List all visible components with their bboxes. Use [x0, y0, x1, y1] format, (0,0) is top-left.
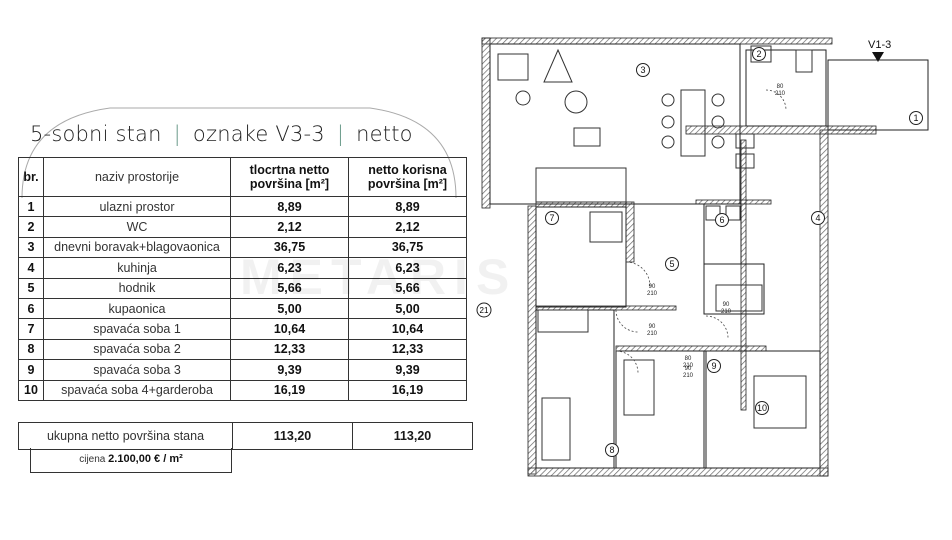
room-number-marker [707, 359, 721, 373]
header-floor-area: tlocrtna netto površina [m²] [230, 157, 349, 197]
room-name: hodnik [43, 277, 231, 299]
total-label: ukupna netto površina stana [18, 422, 233, 450]
room-name: spavaća soba 4+garderoba [43, 379, 231, 401]
room-number-marker [752, 47, 766, 61]
table-header-row: br. naziv prostorije tlocrtna netto povr… [18, 157, 467, 197]
floor-area: 8,89 [230, 195, 349, 218]
floor-area: 16,19 [230, 379, 349, 401]
header-number: br. [18, 157, 44, 197]
price-value: 2.100,00 € / m² [108, 453, 183, 465]
header-usable-area-line1: netto korisna [368, 163, 447, 177]
header-floor-area-line1: tlocrtna netto [249, 163, 330, 177]
room-name: kupaonica [43, 297, 231, 320]
room-number-label: 4 [815, 213, 820, 223]
apartment-title: 5-sobni stan [30, 122, 162, 146]
heading-separator: | [336, 122, 345, 146]
room-number-label: 8 [609, 445, 614, 455]
room-number-marker [636, 63, 650, 77]
usable-area: 10,64 [348, 318, 467, 340]
usable-area: 16,19 [348, 379, 467, 401]
plan-side-label: 21 [480, 306, 489, 315]
room-name: WC [43, 216, 231, 238]
total-table: ukupna netto površina stana 113,20 113,2… [18, 422, 473, 450]
heading-separator: | [173, 122, 181, 146]
header-room-name: naziv prostorije [43, 157, 231, 197]
usable-area: 8,89 [348, 195, 467, 218]
floor-area: 2,12 [230, 216, 349, 238]
room-number: 2 [18, 216, 44, 238]
total-usable-area: 113,20 [352, 422, 473, 450]
room-number-label: 1 [913, 113, 918, 123]
room-number-marker [605, 443, 619, 457]
area-type: netto [356, 122, 413, 146]
floor-area: 9,39 [230, 359, 349, 381]
total-floor-area: 113,20 [232, 422, 353, 450]
room-name: kuhinja [43, 257, 231, 279]
room-number-marker [909, 111, 923, 125]
room-name: dnevni boravak+blagovaonica [43, 236, 231, 259]
usable-area: 5,66 [348, 277, 467, 299]
room-number-label: 6 [719, 215, 724, 225]
room-number: 1 [18, 195, 44, 218]
room-number-label: 7 [549, 213, 554, 223]
room-number-label: 2 [756, 49, 761, 59]
page-heading: 5-sobni stan | oznake V3-3 | netto [30, 122, 470, 154]
room-number-marker [545, 211, 559, 225]
room-number: 10 [18, 379, 44, 401]
room-number: 9 [18, 359, 44, 381]
total-row: ukupna netto površina stana 113,20 113,2… [18, 422, 473, 450]
room-number: 4 [18, 257, 44, 279]
room-number-marker [755, 401, 769, 415]
room-number-label: 10 [757, 403, 767, 413]
room-name: spavaća soba 2 [43, 338, 231, 361]
room-number-marker [811, 211, 825, 225]
room-name: spavaća soba 3 [43, 359, 231, 381]
apartment-code: oznake V3-3 [192, 122, 325, 146]
room-name: spavaća soba 1 [43, 318, 231, 340]
header-usable-area-line2: površina [m²] [367, 177, 448, 191]
room-number: 5 [18, 277, 44, 299]
usable-area: 12,33 [348, 338, 467, 361]
decorative-arc [21, 107, 457, 199]
rooms-table: br. naziv prostorije tlocrtna netto povr… [18, 157, 467, 401]
header-usable-area: netto korisna površina [m²] [348, 157, 467, 197]
floor-area: 10,64 [230, 318, 349, 340]
floor-area: 12,33 [230, 338, 349, 361]
usable-area: 6,23 [348, 257, 467, 279]
room-name: ulazni prostor [43, 195, 231, 218]
room-number-label: 9 [711, 361, 716, 371]
room-number: 6 [18, 297, 44, 320]
usable-area: 2,12 [348, 216, 467, 238]
room-number-label: 5 [669, 259, 674, 269]
unit-label: V1-3 [868, 39, 891, 51]
room-number-marker [715, 213, 729, 227]
price-label: cijena [79, 454, 106, 465]
watermark: METARIS [240, 249, 518, 305]
room-number-label: 3 [640, 65, 645, 75]
header-floor-area-line2: površina [m²] [249, 177, 330, 191]
price-box: cijena 2.100,00 € / m² [30, 448, 232, 473]
room-number: 7 [18, 318, 44, 340]
room-number-marker [665, 257, 679, 271]
room-number: 3 [18, 236, 44, 259]
usable-area: 9,39 [348, 359, 467, 381]
room-number: 8 [18, 338, 44, 361]
